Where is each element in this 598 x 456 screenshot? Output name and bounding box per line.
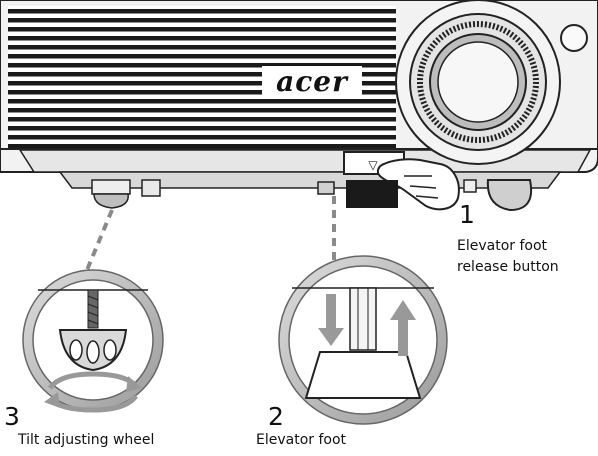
- brand-logo: acer: [276, 65, 349, 98]
- callout-number-2: 2: [268, 402, 284, 431]
- rear-foot: [486, 179, 532, 212]
- elevator-foot-block: [346, 180, 398, 208]
- tilt-wheel-foot: [91, 179, 161, 209]
- up-down-arrows-icon: [318, 294, 416, 356]
- callout-caption-3: Tilt adjusting wheel: [18, 432, 155, 448]
- detail-circle-tilt-wheel: [22, 269, 164, 411]
- callout-caption-1-line-1: Elevator foot: [457, 238, 548, 254]
- pointing-hand-icon: [376, 158, 460, 211]
- detail-circle-elevator-foot: [278, 255, 448, 425]
- lens: [395, 0, 561, 165]
- callout-caption-1-line-2: release button: [457, 259, 559, 275]
- callout-number-3: 3: [4, 402, 20, 431]
- callout-number-1: 1: [459, 200, 475, 229]
- release-button-glyph: ▽: [368, 158, 378, 172]
- logo-plate: [262, 66, 362, 98]
- ir-sensor: [560, 24, 588, 52]
- rotate-arrows-icon: [44, 371, 142, 413]
- callout-caption-2: Elevator foot: [256, 432, 347, 448]
